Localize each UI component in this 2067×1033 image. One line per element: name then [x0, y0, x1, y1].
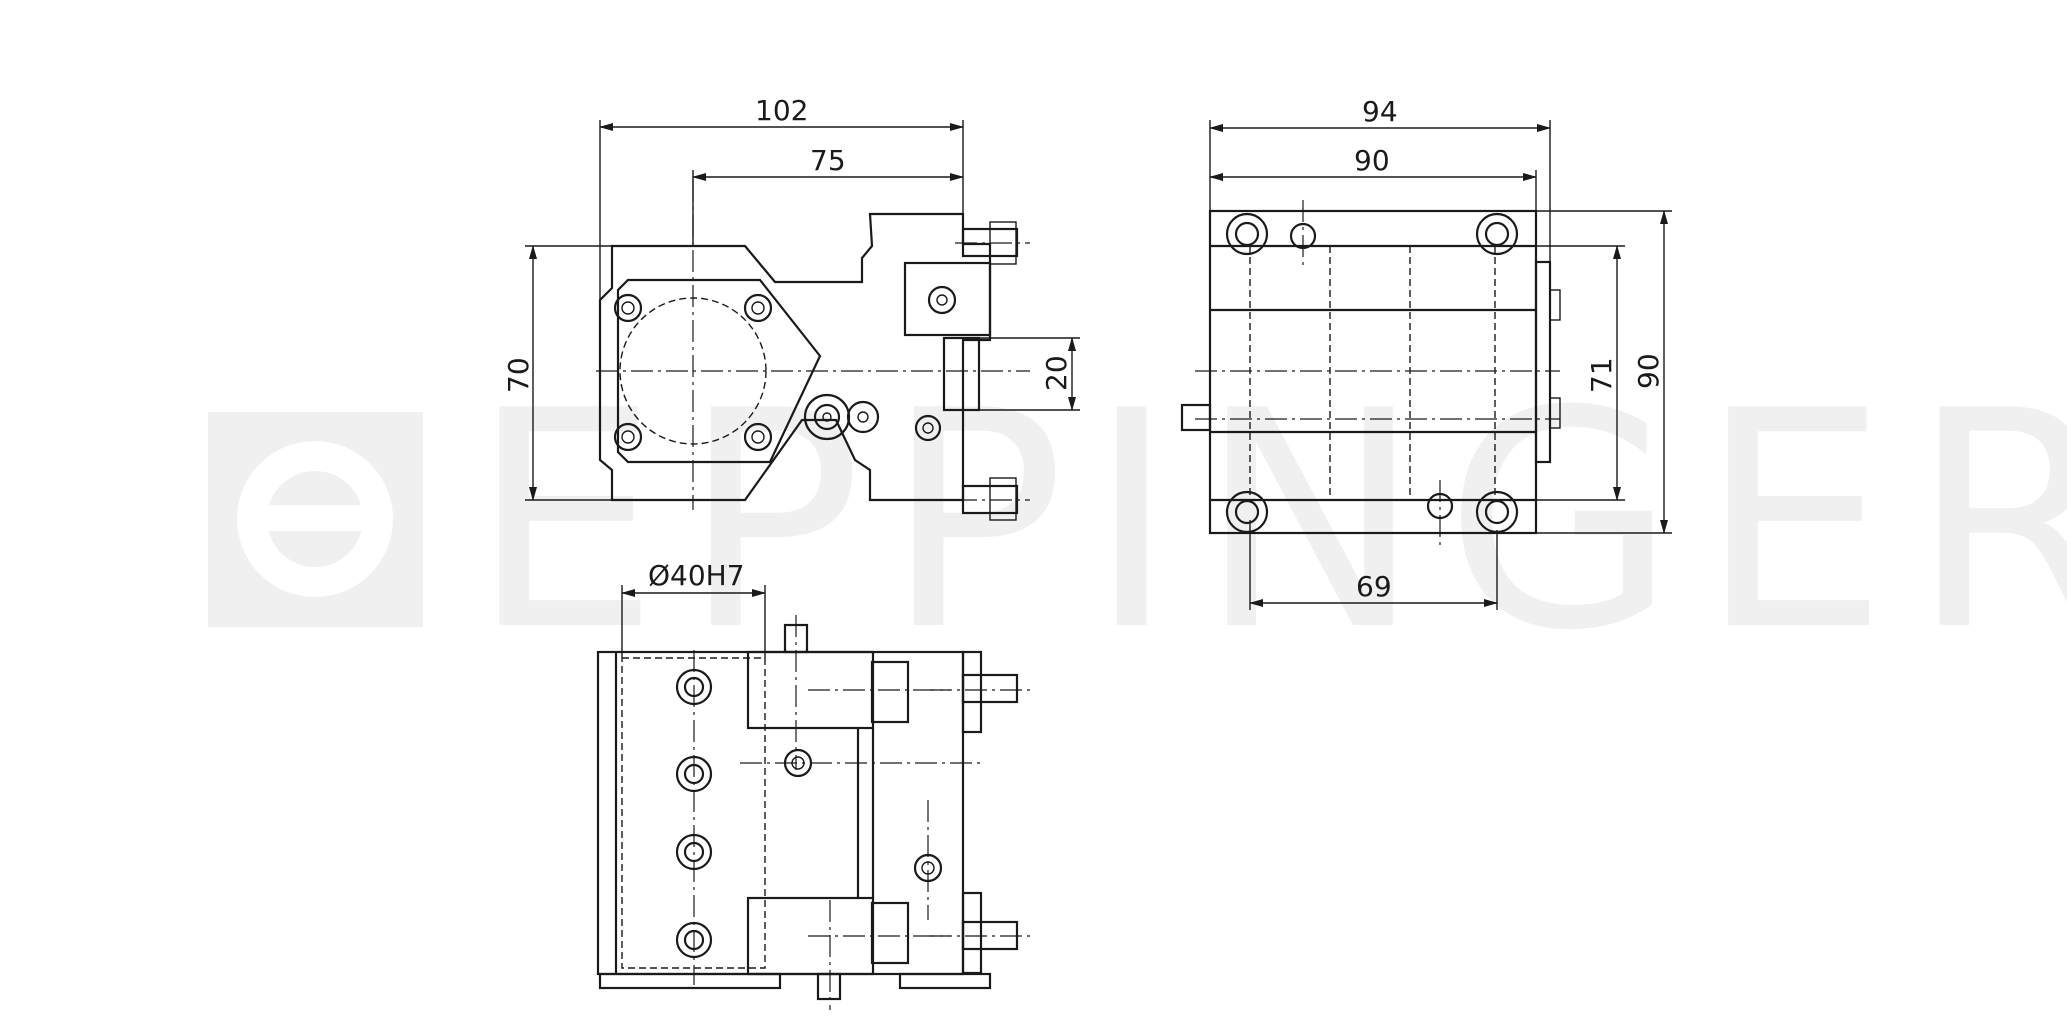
dim-side-width-body: 90 — [1354, 144, 1390, 177]
dim-side-hole-spacing: 69 — [1356, 570, 1392, 603]
top-bolt-holes — [675, 668, 943, 959]
side-view: 94 90 71 90 69 — [1180, 95, 1672, 610]
top-view: Ø40H7 — [596, 559, 1030, 1010]
dim-side-height-inner: 71 — [1585, 357, 1618, 393]
brand-watermark: EPPINGER — [208, 347, 2067, 696]
watermark-text: EPPINGER — [470, 347, 2067, 696]
front-view: 102 75 70 20 — [502, 94, 1080, 521]
dim-side-height-overall: 90 — [1632, 353, 1665, 389]
side-corner-bolts — [1225, 212, 1519, 534]
dim-top-bore: Ø40H7 — [648, 559, 745, 592]
dim-front-slot: 20 — [1040, 355, 1073, 391]
dim-front-width-inner: 75 — [810, 144, 846, 177]
dim-front-width-overall: 102 — [755, 94, 808, 127]
dim-front-height: 70 — [502, 357, 535, 393]
dim-side-width-overall: 94 — [1362, 95, 1398, 128]
front-bolt-holes — [613, 293, 773, 452]
